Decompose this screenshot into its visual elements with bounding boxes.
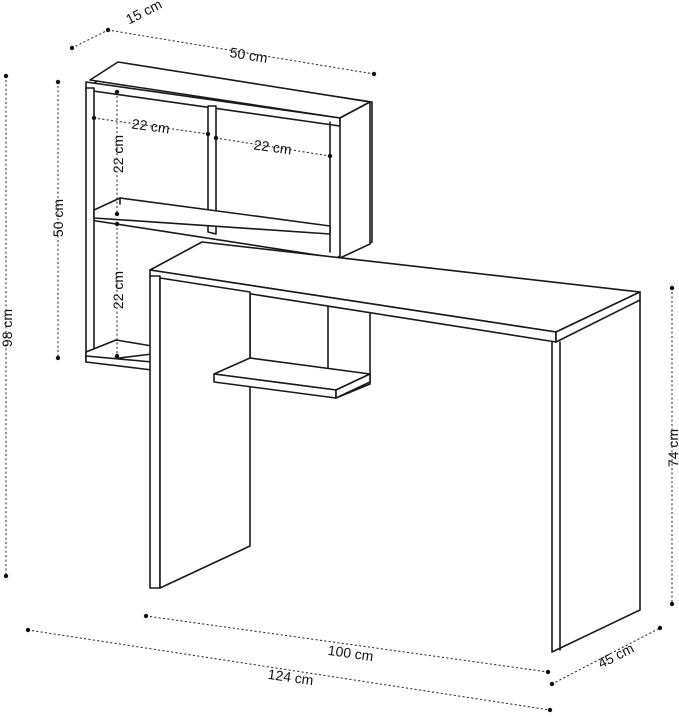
shelf-right-side — [339, 101, 371, 259]
label-desk-height: 74 cm — [665, 429, 679, 467]
cubby-left-width-line — [93, 117, 209, 135]
width-50-line — [107, 29, 375, 75]
desktop-right-edge — [555, 291, 641, 343]
label-cubby-width-left: 22 cm — [131, 115, 171, 136]
label-desk-depth: 45 cm — [595, 640, 636, 672]
depth-45-line — [551, 627, 661, 685]
width-100-line — [145, 615, 549, 673]
label-shelf-height: 50 cm — [50, 199, 66, 237]
shelf-unit — [85, 61, 373, 371]
label-total-width: 124 cm — [267, 666, 315, 688]
label-shelf-depth: 15 cm — [123, 0, 164, 27]
label-total-height: 98 cm — [0, 309, 15, 347]
dimension-dots — [3, 27, 675, 713]
shelf-left-side — [85, 87, 95, 359]
depth-15-line — [71, 29, 109, 49]
label-desk-width: 100 cm — [327, 642, 375, 664]
dimension-lines — [5, 29, 673, 711]
desk-left-leg — [149, 275, 161, 589]
shelf-middle-board — [93, 197, 331, 235]
label-cubby-width-right: 22 cm — [253, 136, 293, 157]
cubby-right-width-line — [215, 137, 331, 157]
desk — [149, 241, 641, 653]
label-shelf-width: 50 cm — [229, 44, 269, 66]
label-cubby-height-upper: 22 cm — [110, 135, 126, 173]
width-124-line — [27, 629, 551, 711]
desk-right-leg — [551, 299, 641, 653]
label-cubby-height-lower: 22 cm — [110, 271, 126, 309]
